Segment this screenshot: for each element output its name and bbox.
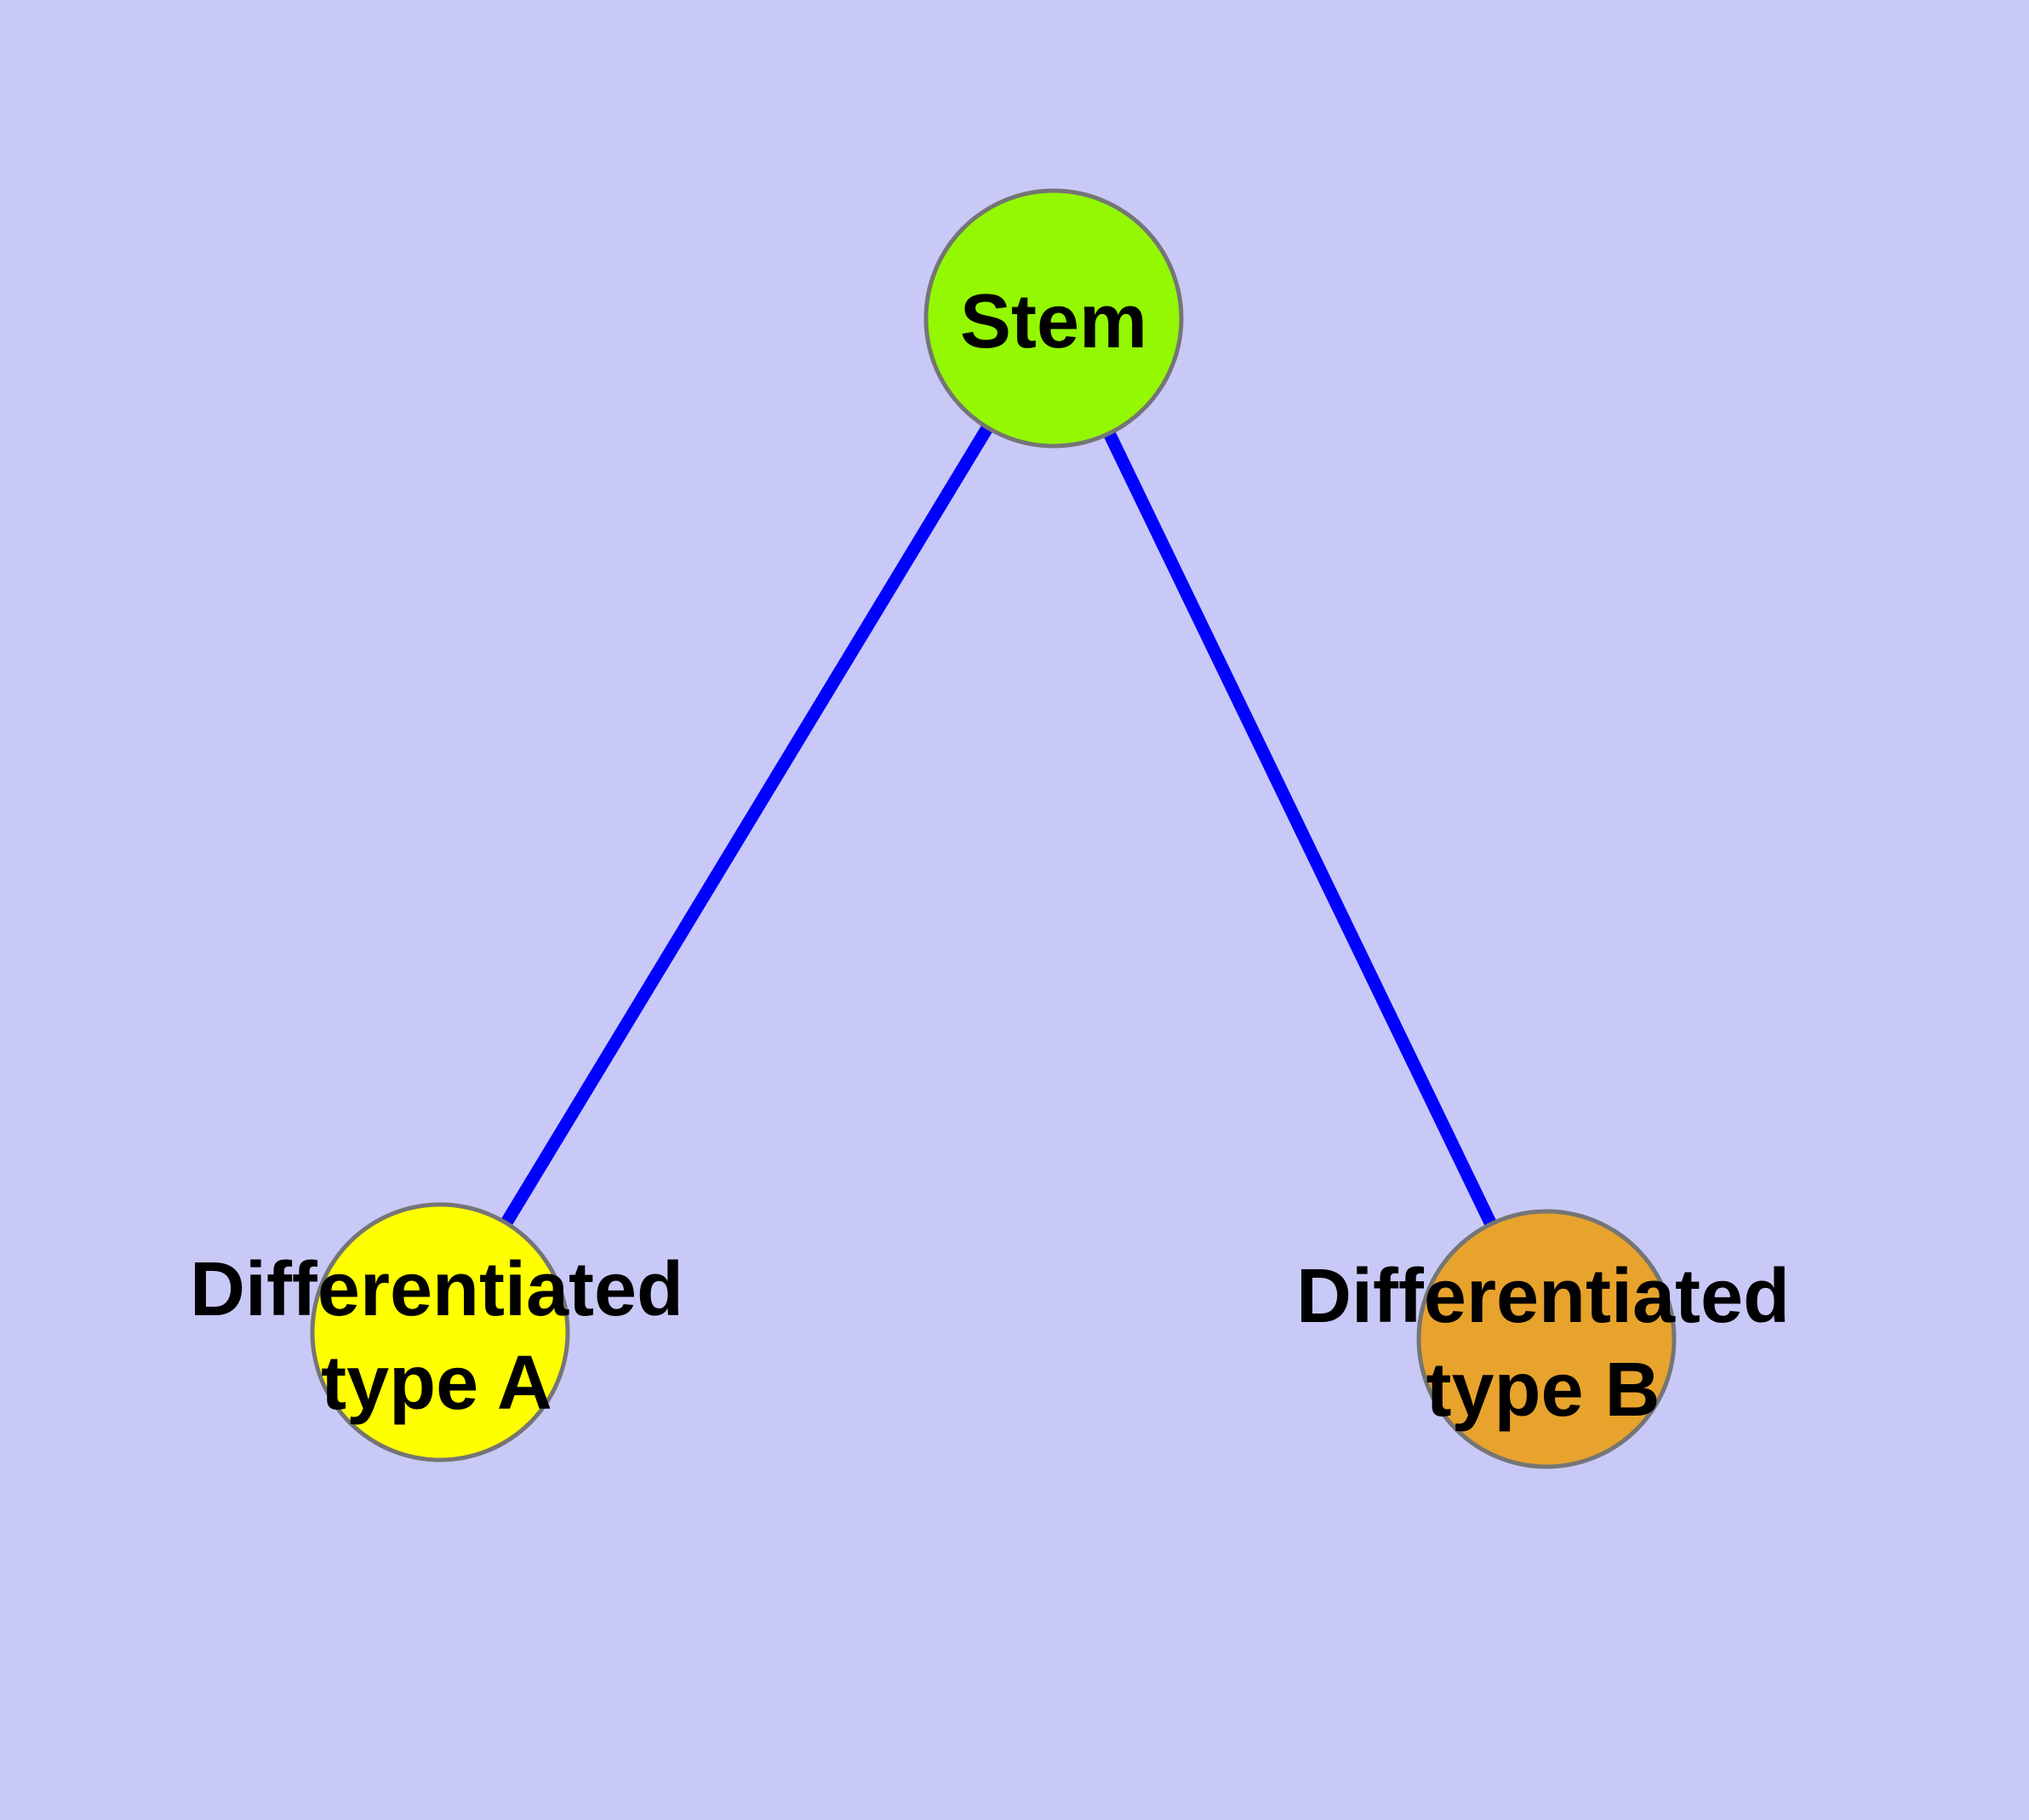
node-differentiated-type-b-label: Differentiated type B <box>1296 1254 1790 1433</box>
edge-stem-to-type-a <box>434 315 1060 1336</box>
node-stem <box>923 188 1184 449</box>
type-a-label-line-2: type A <box>321 1341 552 1426</box>
type-a-label-line-1: Differentiated <box>190 1247 683 1332</box>
node-stem-label: Stem <box>960 279 1147 364</box>
edge-stem-to-type-b <box>1048 315 1552 1342</box>
node-differentiated-type-a-label: Differentiated type A <box>190 1247 683 1426</box>
node-differentiated-type-a <box>310 1202 570 1462</box>
node-differentiated-type-b <box>1416 1209 1677 1469</box>
type-b-label-line-2: type B <box>1426 1348 1660 1433</box>
type-b-label-line-1: Differentiated <box>1296 1254 1790 1339</box>
